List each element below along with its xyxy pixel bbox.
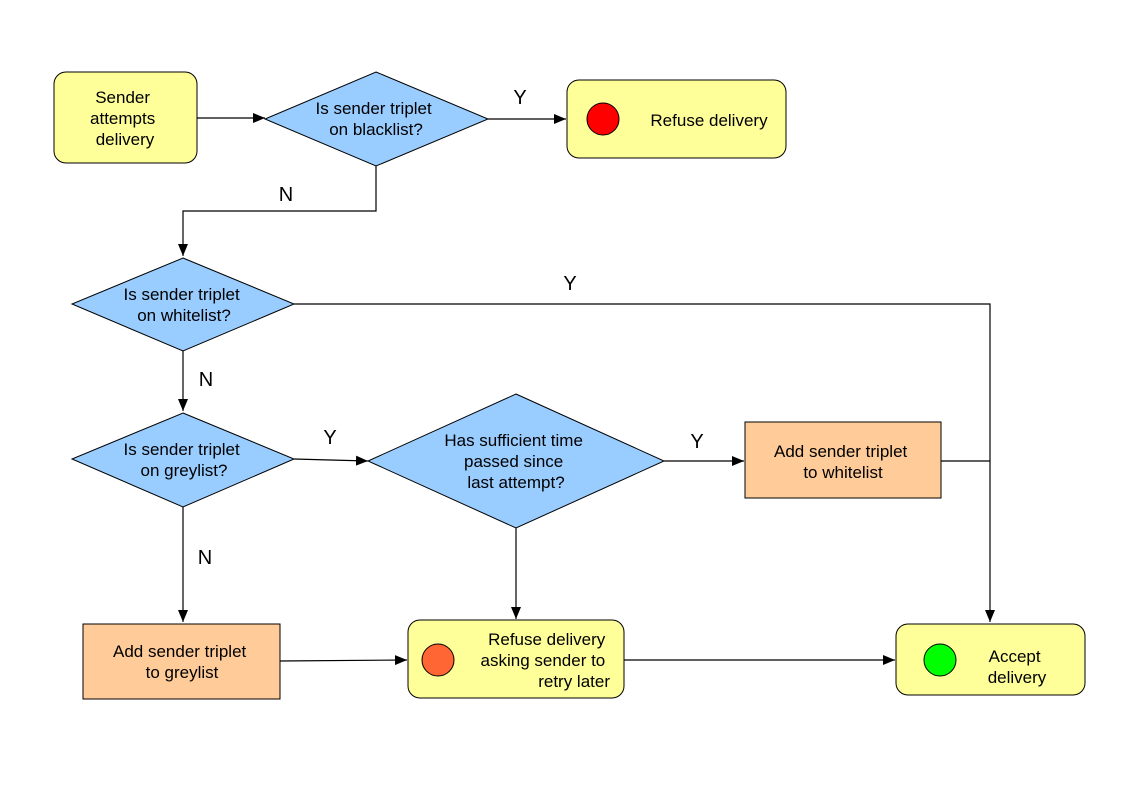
node-add-whitelist: Add sender triplet to whitelist: [744, 421, 942, 499]
label-greylist-no: N: [198, 547, 212, 569]
node-greylist-decision: Is sender triplet on greylist?: [70, 412, 296, 508]
green-go-indicator-icon: [923, 643, 957, 677]
node-blacklist-decision: Is sender triplet on blacklist?: [263, 71, 490, 167]
node-refuse-label: Refuse delivery: [650, 111, 768, 130]
node-greylist-label: Is sender triplet on greylist?: [124, 440, 245, 480]
node-whitelist-decision: Is sender triplet on whitelist?: [70, 257, 296, 352]
node-retry-shape: [407, 619, 625, 699]
node-retry-label: Refuse delivery asking sender to retry l…: [481, 630, 611, 691]
node-add-whitelist-shape: [744, 421, 942, 499]
node-whitelist-label: Is sender triplet on whitelist?: [124, 285, 245, 325]
edge-blacklist-to-whitelist: [178, 166, 377, 256]
node-accept-label: Accept delivery: [988, 647, 1047, 687]
node-blacklist-label: Is sender triplet on blacklist?: [316, 99, 437, 139]
label-greylist-yes: Y: [323, 427, 336, 449]
node-add-whitelist-label: Add sender triplet to whitelist: [774, 442, 912, 482]
orange-wait-indicator-icon: [421, 643, 455, 677]
label-blacklist-yes: Y: [513, 87, 526, 109]
label-whitelist-yes: Y: [563, 273, 576, 295]
node-greylist-shape: [70, 412, 296, 508]
node-accept-shape: [895, 623, 1086, 696]
node-time-decision: Has sufficient time passed since last at…: [366, 393, 666, 529]
node-time-shape: [366, 393, 666, 529]
edge-add-grey-to-retry: [279, 655, 408, 666]
node-blacklist-shape: [263, 71, 490, 167]
node-add-greylist-label: Add sender triplet to greylist: [113, 642, 251, 682]
label-whitelist-no: N: [199, 369, 213, 391]
node-refuse-shape: [566, 79, 787, 159]
node-whitelist-shape: [70, 257, 296, 352]
node-add-greylist-shape: [82, 623, 281, 700]
node-time-label: Has sufficient time passed since last at…: [444, 431, 587, 492]
node-start-shape: [53, 71, 198, 164]
edge-labels: Y N Y N Y N Y: [198, 87, 704, 569]
red-stop-indicator-icon: [586, 102, 620, 136]
node-start: Sender attempts delivery: [53, 71, 198, 164]
node-retry: Refuse delivery asking sender to retry l…: [407, 619, 625, 699]
node-accept: Accept delivery: [895, 623, 1086, 696]
label-time-yes: Y: [690, 431, 703, 453]
node-add-greylist: Add sender triplet to greylist: [82, 623, 281, 700]
edges: [178, 113, 995, 666]
edge-whitelist-to-accept: [294, 303, 995, 622]
node-refuse: Refuse delivery: [566, 79, 787, 159]
edge-greylist-to-time: [293, 455, 369, 466]
label-blacklist-no: N: [279, 184, 293, 206]
node-start-label: Sender attempts delivery: [90, 88, 160, 149]
